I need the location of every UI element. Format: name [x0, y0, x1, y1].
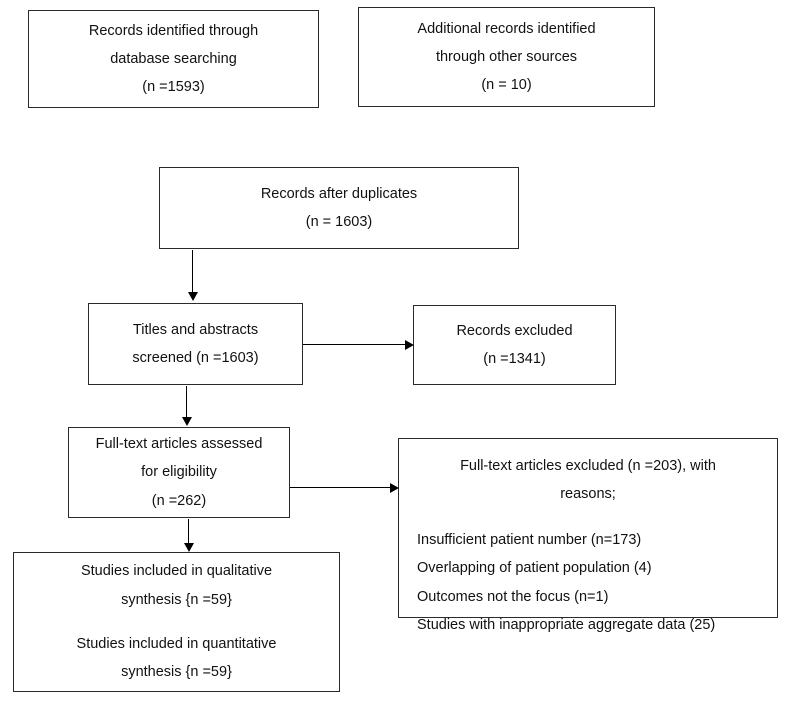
box-line: Full-text articles excluded (n =203), wi… [460, 458, 716, 474]
box-line-count: (n =262) [151, 492, 207, 509]
box-line: Full-text articles assessed [95, 436, 263, 453]
arrow-down-icon [182, 417, 192, 426]
box-records-identified-database: Records identified through database sear… [28, 10, 319, 108]
box-line-count: (n =1593) [142, 79, 205, 96]
box-line-count: synthesis {n =59} [121, 591, 232, 608]
box-line: database searching [110, 50, 237, 67]
connector-fulltext-to-included [188, 519, 190, 545]
box-fulltext-articles-assessed: Full-text articles assessed for eligibil… [68, 427, 290, 518]
box-line-count: (n = 1603) [305, 214, 373, 230]
box-records-after-duplicates: Records after duplicates (n = 1603) [159, 167, 519, 249]
box-line-count: synthesis {n =59} [121, 664, 232, 681]
quantitative-synthesis-group: Studies included in quantitative synthes… [20, 630, 333, 687]
list-item: Outcomes not the focus (n=1) [417, 588, 609, 605]
box-line: for eligibility [141, 464, 217, 481]
arrow-right-icon [405, 340, 414, 350]
box-line: Studies included in quantitative [76, 636, 277, 652]
box-records-excluded: Records excluded (n =1341) [413, 305, 616, 385]
list-item: Studies with inappropriate aggregate dat… [417, 616, 716, 633]
box-line: reasons; [560, 485, 616, 502]
box-line-count: (n =1341) [483, 351, 546, 367]
box-line: Records after duplicates [260, 185, 418, 202]
box-line: Studies included in qualitative [80, 563, 273, 580]
list-item: Overlapping of patient population (4) [417, 560, 652, 577]
arrow-down-icon [188, 292, 198, 301]
connector-screened-to-excluded [303, 344, 407, 346]
qualitative-synthesis-group: Studies included in qualitative synthesi… [20, 557, 333, 614]
box-line: Additional records identified [417, 20, 596, 37]
list-item: Insufficient patient number (n=173) [417, 532, 642, 549]
box-line: Titles and abstracts [132, 321, 259, 338]
box-studies-included: Studies included in qualitative synthesi… [13, 552, 340, 692]
box-fulltext-articles-excluded-with-reasons: Full-text articles excluded (n =203), wi… [398, 438, 778, 633]
box-line: through other sources [435, 48, 578, 65]
exclusion-heading: Full-text articles excluded (n =203), wi… [405, 453, 771, 508]
arrow-down-icon [184, 543, 194, 552]
box-line-count: screened (n =1603) [132, 350, 259, 366]
arrow-right-icon [390, 483, 399, 493]
box-line-count: (n = 10) [481, 77, 532, 94]
box-titles-abstracts-screened: Titles and abstracts screened (n =1603) [88, 303, 303, 385]
exclusion-reason-list: Insufficient patient number (n=173) Over… [405, 526, 771, 639]
connector-fulltext-to-reasons [290, 487, 392, 489]
box-line: Records identified through [88, 22, 259, 39]
box-additional-records-other-sources: Additional records identified through ot… [358, 7, 655, 107]
connector-duplicates-to-screened [192, 250, 194, 294]
box-line: Records excluded [456, 322, 573, 339]
connector-screened-to-fulltext [186, 386, 188, 419]
